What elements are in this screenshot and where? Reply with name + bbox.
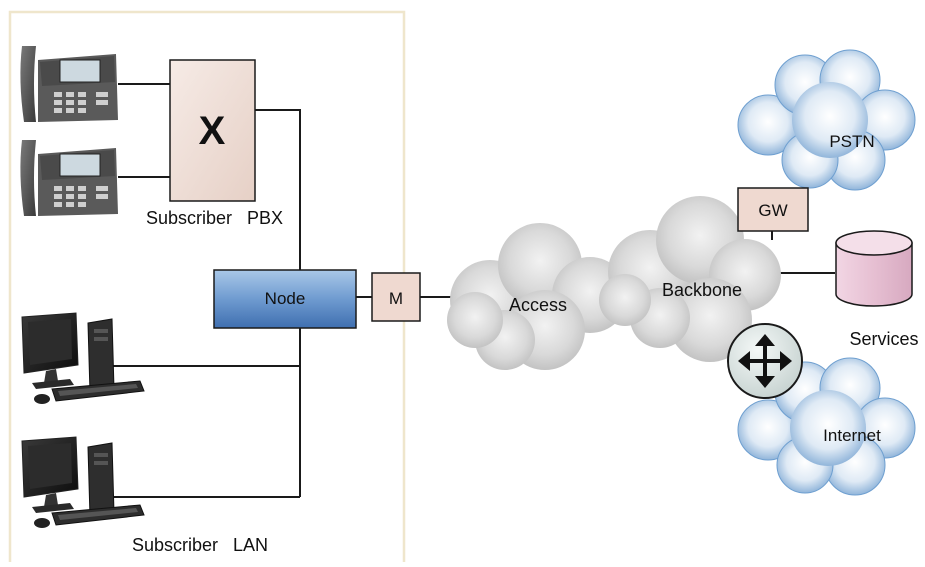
pbx-box <box>169 59 256 202</box>
desktop-computer-icon <box>21 436 145 528</box>
modem-box <box>371 272 421 322</box>
internet-label: Internet <box>823 426 881 445</box>
lan-caption: Subscriber LAN <box>132 535 268 555</box>
cloud-icon <box>599 196 781 362</box>
database-cylinder-icon <box>835 230 913 307</box>
pbx-node-link <box>255 109 301 270</box>
router-icon <box>727 323 803 399</box>
node-label: Node <box>265 289 306 308</box>
access-label: Access <box>509 295 567 315</box>
modem-label: M <box>389 289 403 308</box>
gateway-box <box>737 187 809 232</box>
pstn-label: PSTN <box>829 132 874 151</box>
gateway-label: GW <box>758 201 787 220</box>
node-box <box>213 269 357 329</box>
backbone-label: Backbone <box>662 280 742 300</box>
pbx-switch-symbol: X <box>199 109 226 153</box>
cloud-icon <box>737 357 916 496</box>
services-label: Services <box>849 329 918 349</box>
desktop-computer-icon <box>21 312 145 404</box>
cloud-icon <box>737 49 916 191</box>
desk-phone-icon <box>20 140 118 216</box>
desk-phone-icon <box>20 46 118 122</box>
pbx-caption: Subscriber PBX <box>146 208 283 228</box>
